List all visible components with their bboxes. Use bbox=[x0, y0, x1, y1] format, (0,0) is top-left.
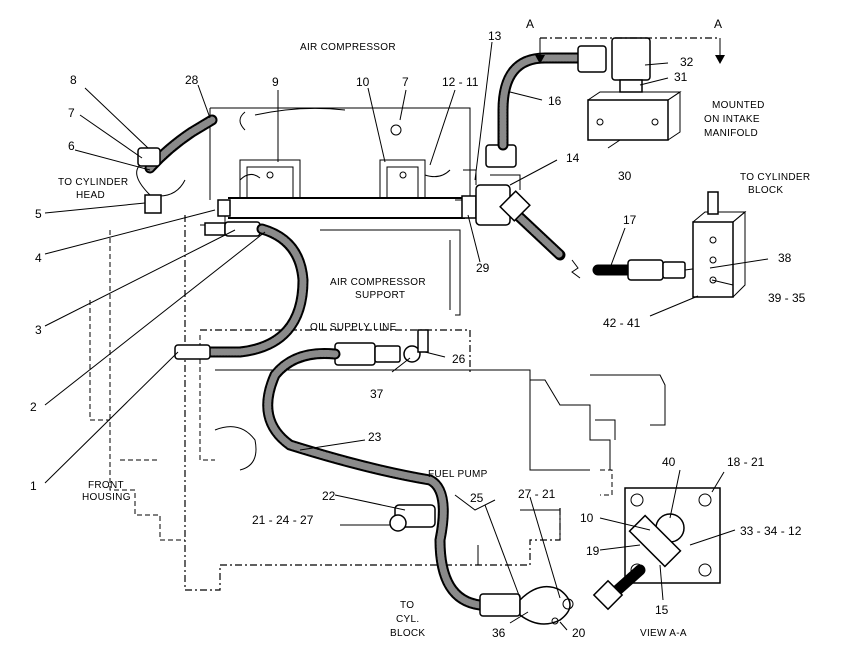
callout-6: 6 bbox=[68, 139, 75, 153]
callout-26: 26 bbox=[452, 352, 466, 366]
label-view-a-a: VIEW A-A bbox=[640, 628, 687, 639]
callout-42-41: 42 - 41 bbox=[603, 316, 641, 330]
angled-hose-17 bbox=[499, 190, 716, 281]
callout-22: 22 bbox=[322, 489, 336, 503]
callout-40: 40 bbox=[662, 455, 676, 469]
callout-23: 23 bbox=[368, 430, 382, 444]
section-marker-right: A bbox=[714, 17, 722, 31]
view-a-a-detail bbox=[592, 487, 721, 611]
intake-manifold-block bbox=[587, 37, 682, 141]
callout-13: 13 bbox=[488, 29, 502, 43]
label-fuel-pump: FUEL PUMP bbox=[428, 469, 488, 480]
label-to-cylinder-head-2: HEAD bbox=[76, 190, 105, 201]
callout-numbers: 8 7 6 5 4 3 2 1 28 9 10 7 12 - 11 13 16 … bbox=[30, 29, 806, 640]
callout-32: 32 bbox=[680, 55, 694, 69]
callout-33-34-12: 33 - 34 - 12 bbox=[740, 524, 802, 538]
callout-27-21: 27 - 21 bbox=[518, 487, 556, 501]
label-mounted-2: ON INTAKE bbox=[704, 114, 760, 125]
callout-31: 31 bbox=[674, 70, 688, 84]
callout-16: 16 bbox=[548, 94, 562, 108]
leader-lines bbox=[44, 41, 769, 631]
label-front-housing-2: HOUSING bbox=[82, 492, 131, 503]
label-to-cylinder-block-2: BLOCK bbox=[748, 185, 783, 196]
callout-8: 8 bbox=[70, 73, 77, 87]
callout-17: 17 bbox=[623, 213, 637, 227]
label-front-housing-1: FRONT bbox=[88, 480, 124, 491]
callout-10-view: 10 bbox=[580, 511, 594, 525]
label-mounted-3: MANIFOLD bbox=[704, 128, 758, 139]
label-air-compressor: AIR COMPRESSOR bbox=[300, 42, 396, 53]
callout-2: 2 bbox=[30, 400, 37, 414]
callout-3: 3 bbox=[35, 323, 42, 337]
label-to-cylinder-head-1: TO CYLINDER bbox=[58, 177, 128, 188]
callout-28: 28 bbox=[185, 73, 199, 87]
callout-5: 5 bbox=[35, 207, 42, 221]
label-compressor-support-2: SUPPORT bbox=[355, 290, 405, 301]
callout-12-11: 12 - 11 bbox=[442, 75, 479, 89]
callout-36: 36 bbox=[492, 626, 506, 640]
callout-30: 30 bbox=[618, 169, 632, 183]
callout-18-21: 18 - 21 bbox=[727, 455, 765, 469]
label-to-cyl-block-2: CYL. bbox=[396, 614, 419, 625]
hose-28 bbox=[136, 114, 218, 214]
callout-14: 14 bbox=[566, 151, 580, 165]
section-arrows bbox=[535, 37, 725, 64]
callout-29: 29 bbox=[476, 261, 490, 275]
compressor-manifold-tube bbox=[217, 159, 477, 219]
callout-25: 25 bbox=[470, 491, 484, 505]
callout-10-top: 10 bbox=[356, 75, 370, 89]
label-to-cyl-block-3: BLOCK bbox=[390, 628, 425, 639]
label-to-cyl-block-1: TO bbox=[400, 600, 414, 611]
callout-15: 15 bbox=[655, 603, 669, 617]
callout-37: 37 bbox=[370, 387, 384, 401]
callout-38: 38 bbox=[778, 251, 792, 265]
callout-39-35: 39 - 35 bbox=[768, 291, 806, 305]
callout-1: 1 bbox=[30, 479, 37, 493]
hose-3 bbox=[174, 221, 309, 360]
label-oil-supply-line: OIL SUPPLY LINE bbox=[310, 322, 397, 333]
label-to-cylinder-block-1: TO CYLINDER bbox=[740, 172, 810, 183]
diagram-labels: AIR COMPRESSOR TO CYLINDER HEAD MOUNTED … bbox=[58, 17, 810, 639]
callout-20: 20 bbox=[572, 626, 586, 640]
label-compressor-support-1: AIR COMPRESSOR bbox=[330, 277, 426, 288]
hose-23 bbox=[262, 329, 574, 625]
callout-7: 7 bbox=[68, 106, 75, 120]
callout-9: 9 bbox=[272, 75, 279, 89]
engine-block-outline bbox=[89, 215, 666, 591]
upper-right-hose-16 bbox=[463, 45, 607, 226]
cylinder-block-fitting bbox=[692, 191, 747, 298]
callout-4: 4 bbox=[35, 251, 42, 265]
callout-7-top: 7 bbox=[402, 75, 409, 89]
callout-21-24-27: 21 - 24 - 27 bbox=[252, 513, 314, 527]
callout-19: 19 bbox=[586, 544, 600, 558]
section-marker-left: A bbox=[526, 17, 534, 31]
label-mounted-1: MOUNTED bbox=[712, 100, 765, 111]
